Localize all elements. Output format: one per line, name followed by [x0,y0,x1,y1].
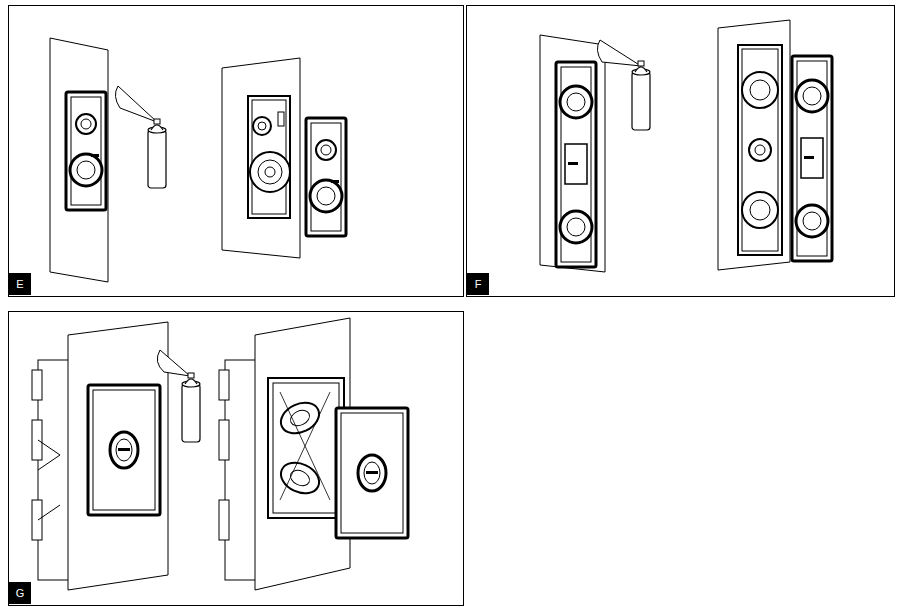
panel-letter-box: F [467,273,489,295]
panel-letter: F [475,279,482,290]
panel-letter-box: E [9,273,31,295]
panel-letter: E [16,279,23,290]
panel-letter-box: G [9,582,31,604]
panel-letter: G [16,588,25,599]
